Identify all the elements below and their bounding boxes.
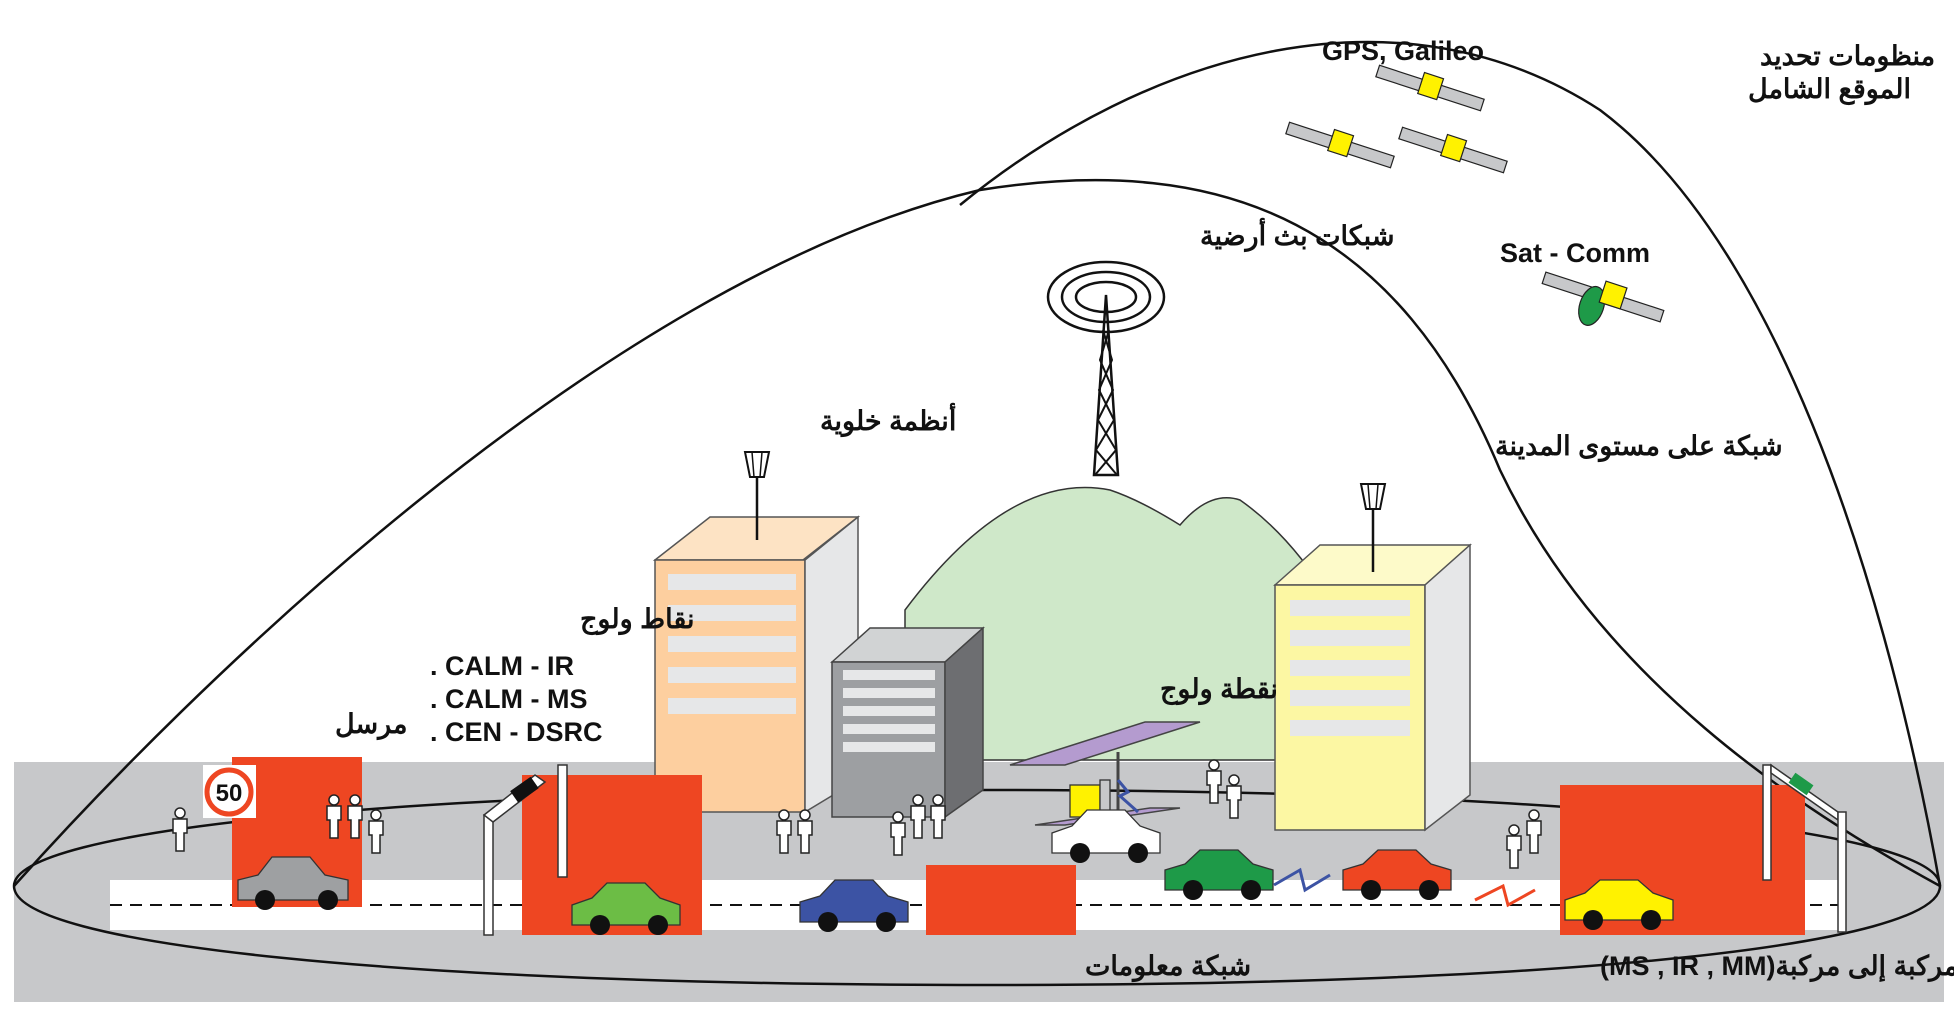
car-gray [237,856,349,910]
label-terrestrial-broadcast: شبكات بث أرضية [1200,218,1394,253]
label-calm-ms: . CALM - MS [430,684,587,714]
satellite-gps-1 [1375,64,1485,112]
label-city-network: شبكة على مستوى المدينة [1495,431,1783,463]
satellite-gps-3 [1398,126,1508,174]
broadcast-tower [1046,260,1166,477]
speed-limit-value: 50 [216,780,243,807]
car-green-dark [1164,849,1274,900]
satellite-sat-comm [1541,271,1665,326]
label-gps-galileo: GPS, Galileo [1322,36,1484,66]
right-gantry [1762,763,1847,933]
label-info-network: شبكة معلومات [1085,951,1251,983]
label-vehicle-to-vehicle: مركبة إلى مركبة(MS , IR , MM) [1600,951,1954,983]
car-blue [799,879,909,932]
label-transmitter: مرسل [335,709,407,741]
left-gantry [482,764,568,936]
label-calm-ir: . CALM - IR [430,651,574,681]
label-access-points: نقاط ولوج [580,604,695,636]
car-yellow [1564,879,1674,930]
gray-building [830,626,985,819]
terrestrial-broadcast-dome [13,179,1941,888]
v2v-link-blue [1273,867,1331,893]
label-global-positioning-line1: منظومات تحديد [1760,41,1935,73]
hill [904,486,1331,761]
city-network-building [1273,483,1472,832]
label-cen-dsrc: . CEN - DSRC [430,717,603,747]
v2v-link-red [1474,883,1536,908]
label-sat-comm: Sat - Comm [1500,238,1650,268]
car-red [1342,849,1452,900]
speed-limit-sign: 50 [203,765,256,818]
satellite-gps-2 [1285,121,1395,169]
info-network-block [926,865,1076,935]
car-white [1051,809,1161,863]
label-access-point: نقطة ولوج [1160,674,1278,706]
label-cellular-systems: أنظمة خلوية [820,403,956,438]
label-global-positioning-line2: الموقع الشامل [1748,74,1911,106]
car-green-light [571,882,681,935]
global-positioning-dome [959,40,1942,887]
